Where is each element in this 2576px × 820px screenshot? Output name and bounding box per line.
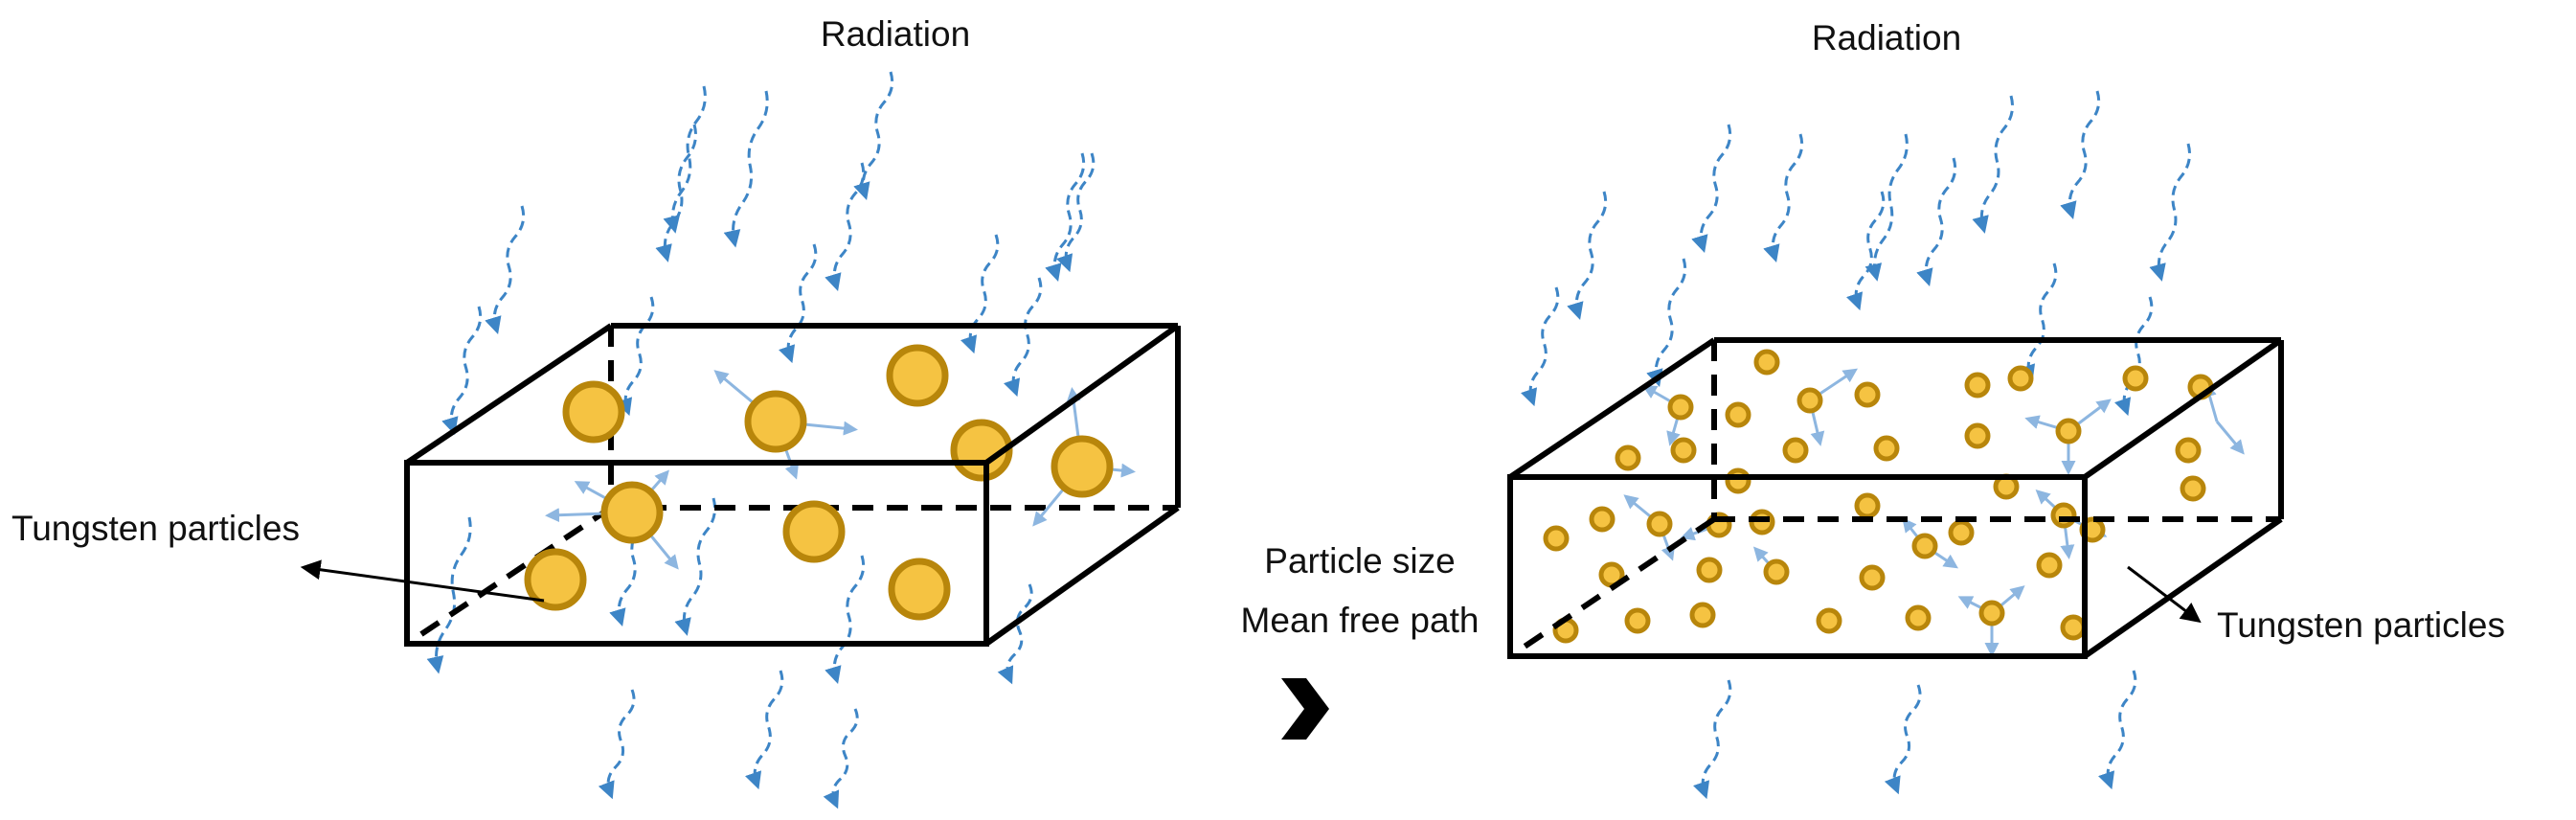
- right-label-pointer: [2127, 565, 2202, 624]
- tungsten-particle: [2036, 552, 2063, 579]
- radiation-wave-arrow: [1521, 286, 1560, 407]
- radiation-wave-arrow: [441, 306, 483, 436]
- radiation-wave-arrow: [853, 71, 894, 201]
- tungsten-particle: [1689, 602, 1716, 628]
- tungsten-particle: [1646, 511, 1673, 537]
- tungsten-particle: [2180, 475, 2206, 502]
- radiation-wave-arrow: [655, 124, 697, 262]
- left-particle-label: Tungsten particles: [11, 509, 300, 548]
- radiation-wave-arrow: [2019, 262, 2058, 383]
- tungsten-particle: [1873, 435, 1900, 462]
- right-box-hidden-edges: [1508, 340, 2281, 659]
- radiation-wave-arrow: [1864, 133, 1909, 282]
- radiation-wave-arrow: [2114, 296, 2154, 417]
- tungsten-particle: [1911, 533, 1938, 559]
- tungsten-particle: [2175, 437, 2202, 464]
- radiation-wave-arrow: [745, 670, 784, 790]
- left-box-hidden-edges: [405, 326, 1178, 647]
- tungsten-particle: [1589, 506, 1616, 533]
- tungsten-particle: [1624, 607, 1651, 634]
- radiation-wave-arrow: [426, 516, 472, 674]
- center-particle-size: Particle size: [1264, 541, 1455, 581]
- radiation-wave-arrow: [960, 234, 1000, 354]
- tungsten-particle: [1859, 564, 1886, 591]
- radiation-wave-arrow: [485, 205, 526, 335]
- radiation-wave-arrow: [1846, 191, 1886, 311]
- radiation-wave-arrow: [823, 708, 859, 809]
- radiation-wave-arrow: [2149, 143, 2191, 282]
- tungsten-particle: [524, 548, 587, 611]
- tungsten-particle: [1796, 387, 1823, 414]
- tungsten-particle: [1964, 372, 1991, 399]
- tungsten-particle: [2050, 502, 2077, 529]
- radiation-wave-arrow: [1972, 95, 2014, 234]
- right-box: [1507, 337, 2284, 659]
- tungsten-particle: [2122, 365, 2149, 392]
- radiation-wave-arrow: [825, 555, 866, 685]
- tungsten-particle: [1782, 437, 1809, 464]
- radiation-wave-arrow: [598, 689, 636, 800]
- radiation-wave-arrow: [2098, 670, 2137, 790]
- tungsten-particle: [1670, 437, 1697, 464]
- chevron-right-icon: [1281, 678, 1329, 740]
- tungsten-particle: [1905, 604, 1932, 631]
- tungsten-particle: [562, 380, 625, 444]
- tungsten-particle: [1543, 525, 1570, 552]
- tungsten-particle: [1854, 381, 1881, 408]
- tungsten-particle: [1615, 444, 1641, 471]
- radiation-wave-arrow: [1763, 133, 1804, 263]
- tungsten-particle: [1725, 401, 1751, 428]
- radiation-wave-arrow: [2060, 90, 2101, 220]
- right-particle-label: Tungsten particles: [2217, 605, 2505, 645]
- radiation-wave-arrow: [779, 243, 818, 364]
- tungsten-particle: [2055, 418, 2082, 444]
- tungsten-particle: [782, 500, 846, 563]
- radiation-wave-arrow: [1884, 684, 1922, 795]
- radiation-wave-arrow: [723, 90, 769, 248]
- tungsten-particle: [744, 390, 807, 453]
- left-radiation-label: Radiation: [821, 14, 970, 54]
- tungsten-particle: [1753, 349, 1780, 376]
- radiation-wave-arrow: [1916, 157, 1957, 287]
- tungsten-particle: [1667, 394, 1694, 421]
- radiation-wave-arrow: [997, 583, 1033, 685]
- radiation-wave-arrow: [1691, 124, 1732, 254]
- tungsten-particle: [1964, 422, 1991, 449]
- radiation-wave-arrow: [1567, 191, 1608, 321]
- tungsten-particle: [1816, 607, 1842, 634]
- tungsten-particle: [600, 481, 664, 544]
- radiation-wave-arrow: [1693, 679, 1732, 800]
- tungsten-particle: [1978, 600, 2005, 626]
- radiation-arrows: [426, 71, 2191, 809]
- tungsten-particle: [1696, 557, 1723, 583]
- tungsten-particle: [888, 558, 951, 621]
- radiation-wave-arrow: [1056, 152, 1096, 273]
- radiation-wave-arrow: [674, 497, 716, 636]
- right-radiation-label: Radiation: [1812, 18, 1961, 57]
- tungsten-particle: [2007, 365, 2034, 392]
- tungsten-particle: [2060, 614, 2087, 641]
- radiation-wave-arrow: [1004, 277, 1043, 398]
- radiation-wave-arrow: [1045, 152, 1086, 283]
- tungsten-particles: [524, 344, 2214, 644]
- tungsten-particle: [1948, 519, 1975, 546]
- radiation-wave-arrow: [825, 162, 866, 292]
- radiation-wave-arrow: [1646, 258, 1687, 388]
- tungsten-particle: [886, 344, 949, 407]
- radiation-wave-arrow: [616, 296, 655, 417]
- tungsten-particle: [1725, 467, 1751, 494]
- center-mean-free-path: Mean free path: [1241, 601, 1480, 640]
- tungsten-particle: [1854, 492, 1881, 519]
- tungsten-particle: [1763, 558, 1790, 585]
- left-label-pointer: [300, 559, 545, 603]
- scatter-arrow: [2215, 421, 2245, 455]
- tungsten-particle: [1051, 435, 1114, 498]
- left-box: [404, 323, 1181, 647]
